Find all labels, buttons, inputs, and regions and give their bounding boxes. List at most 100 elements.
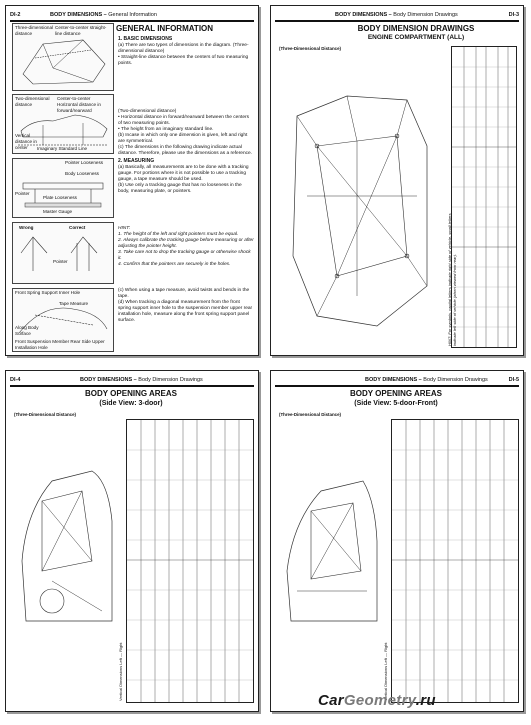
section1-bullet1: Straight-line distance between the cente… [118,55,249,66]
label-front-spring: Front Spring Support Inner Hole [15,290,81,295]
car-side-diagram [18,114,108,146]
label-along-body: Along Body Surface [15,325,39,336]
section-hint: HINT: 1. The height of the left and righ… [118,226,254,268]
figure-side-view-3door [12,441,120,631]
header-title-text: BODY DIMENSIONS [80,377,133,383]
table-title: (Three-Dimensional Distance) [279,412,341,417]
page-di-3: BODY DIMENSIONS – Body Dimension Drawing… [270,5,524,356]
page-header: BODY DIMENSIONS – Body Dimension Drawing… [275,375,519,387]
hint-label: HINT: [118,226,131,231]
label-pointer-looseness: Pointer Looseness [65,160,104,165]
watermark-car: Car [318,692,344,709]
page-number: DI-3 [508,12,519,18]
section-c: (c) When using a tape measure, avoid twi… [118,288,250,299]
section1-two-dim: (Two-dimensional distance) [118,109,177,114]
page-header: DI-2 BODY DIMENSIONS – General Informati… [10,10,254,22]
label-center-straight: Center-to-center straight-line distance [55,25,107,36]
page-subheading: (Side View: 3-door) [99,400,163,407]
header-title-text: BODY DIMENSIONS [365,377,418,383]
section2-label: 2. MEASURING [118,158,155,164]
vertical-dimensions-label: Vertical Dimensions Left — Right [118,642,123,701]
label-three-dim: Three-dimensional distance [15,25,54,36]
label-plate-looseness: Plate Looseness [43,195,77,200]
section1-b: (b) Incase in which only one dimension i… [118,133,248,144]
page-heading: GENERAL INFORMATION [116,24,214,33]
label-pointer: Pointer [15,191,30,196]
page-heading: BODY OPENING AREAS [349,389,442,398]
page-di-4: DI-4 BODY DIMENSIONS – Body Dimension Dr… [5,370,259,712]
car-frame-diagram [22,39,106,85]
figure-tracking-gauge: Pointer Looseness Body Looseness Pointer… [12,158,114,218]
table-grid [392,420,518,702]
header-subtitle: General Information [108,12,157,18]
section1-a: (a) There are two types of dimensions in… [118,43,249,54]
label-horizontal: Center-to-center Horizontal distance in … [57,96,101,113]
section-basic-dimensions: 1. BASIC DIMENSIONS (a) There are two ty… [118,36,253,156]
figure-wrong-correct: Wrong Correct Pointer [12,222,114,284]
label-two-dim: Two-dimensional distance [15,96,50,107]
hint-1: 1. The height of the left and right poin… [118,232,239,237]
figure-two-dim-distance: Two-dimensional distance Center-to-cente… [12,94,114,154]
hint-3: 3. Take care not to drop the tracking ga… [118,250,251,261]
label-imaginary-line: Imaginary Standard Line [37,146,88,151]
table-grid [452,47,516,347]
header-title-text: BODY DIMENSIONS [50,12,103,18]
section-d: (d) When tracking a diagonal measurement… [118,300,253,323]
header-title: BODY DIMENSIONS – Body Dimension Drawing… [335,12,458,18]
section-cd: (c) When using a tape measure, avoid twi… [118,288,254,324]
label-tape: Tape Measure [59,301,89,306]
label-pointer-2: Pointer [53,259,68,264]
label-wrong: Wrong [19,225,34,230]
section1-c: (c) The dimensions in the following draw… [118,145,253,156]
page-number: DI-5 [508,377,519,383]
page-di-2: DI-2 BODY DIMENSIONS – General Informati… [5,5,259,356]
page-subheading: ENGINE COMPARTMENT (ALL) [367,34,465,41]
gauge-diagram [22,182,104,208]
page-subheading: (Side View: 5-door-Front) [354,400,438,407]
label-suspension: Front Suspension Member Rear Side Upper … [15,339,105,350]
label-correct: Correct [69,225,86,230]
header-subtitle: Body Dimension Drawings [423,377,488,383]
dimension-table [451,46,517,348]
figure-three-dim-distance: Three-dimensional distance Center-to-cen… [12,23,114,91]
hint-4: 4. Confirm that the pointers are securel… [118,262,231,267]
section1-bullet2: Horizontal distance in forward/rearward … [118,115,249,126]
header-title: BODY DIMENSIONS – General Information [50,12,157,18]
label-body-looseness: Body Looseness [65,171,99,176]
header-title: BODY DIMENSIONS – Body Dimension Drawing… [80,377,203,383]
watermark-geometry: Geometry [343,692,416,709]
table-title: (Three-Dimensional Distance) [14,412,76,417]
section2-a: (a) Basically, all measurements are to b… [118,165,249,182]
header-title-text: BODY DIMENSIONS [335,12,388,18]
header-subtitle: Body Dimension Drawings [138,377,203,383]
figure-tape-measure: Front Spring Support Inner Hole Tape Mea… [12,288,114,352]
header-title: BODY DIMENSIONS – Body Dimension Drawing… [365,377,488,383]
figure-side-view-5door [277,441,385,631]
page-number: DI-4 [10,377,21,383]
label-master-gauge: Master Gauge [43,209,73,214]
table-grid [127,420,253,702]
pointer-diagram [20,236,98,271]
page-header: BODY DIMENSIONS – Body Dimension Drawing… [275,10,519,22]
tape-diagram [18,307,108,334]
watermark-ru: .ru [415,692,436,709]
section1-bullet3: The height from an imaginary standard li… [120,127,214,132]
figure-engine-compartment [277,56,441,350]
hint-2: 2. Always calibrate the tracking gauge b… [118,238,254,249]
page-heading: BODY OPENING AREAS [84,389,177,398]
watermark-logo: CarGeometry.ru [318,692,436,709]
section2-b: (b) Use only a tracking gauge that has n… [118,183,242,194]
side-view-drawing [21,470,113,622]
section1-label: 1. BASIC DIMENSIONS [118,36,173,42]
page-di-5: BODY DIMENSIONS – Body Dimension Drawing… [270,370,524,712]
page-heading: BODY DIMENSION DRAWINGS [357,24,475,33]
engine-compartment-drawing [292,95,428,327]
dimension-table [126,419,254,703]
page-number: DI-2 [10,12,21,18]
section-measuring: 2. MEASURING (a) Basically, all measurem… [118,158,254,195]
side-view-drawing [286,480,378,622]
header-subtitle: Body Dimension Drawings [393,12,458,18]
table-title: (Three-Dimensional Distance) [279,46,341,51]
table-hint: HINT: For symbols, capital letters indic… [447,213,457,346]
page-header: DI-4 BODY DIMENSIONS – Body Dimension Dr… [10,375,254,387]
